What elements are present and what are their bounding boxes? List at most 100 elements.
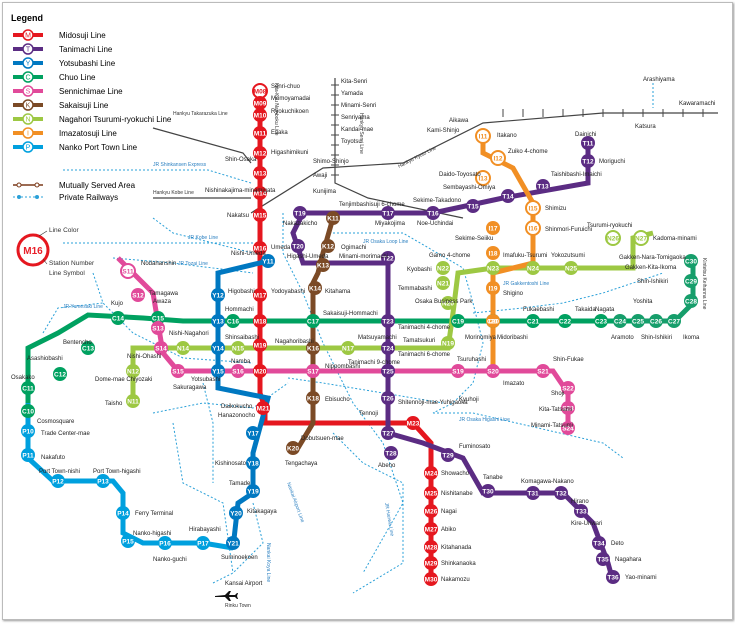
- legend-label: Chuo Line: [59, 73, 96, 82]
- line-keihanna: [643, 263, 693, 321]
- label-kunijima: Kunijima: [313, 189, 337, 195]
- station-code-t16: T16: [427, 210, 439, 217]
- legend-symbol: I: [27, 131, 29, 138]
- station-code-t28: T28: [385, 450, 397, 457]
- label-shigino: Shigino: [503, 291, 524, 297]
- station-code-m26: M26: [425, 508, 438, 515]
- label-kyobashi: Kyobashi: [407, 267, 432, 273]
- legend-symbol: M: [25, 33, 31, 40]
- station-code-c16: C16: [227, 318, 239, 325]
- label-kita-kyu: Kita-Kyu Namboku Line: [273, 83, 279, 136]
- label-kansai-airport: Kansai Airport: [225, 581, 263, 587]
- label-nagata: Nagata: [595, 307, 615, 313]
- legend-row-s: SSennichimae Line: [13, 86, 123, 96]
- label-shoji: Shoji: [551, 391, 564, 397]
- label-higashimikuni: Higashimikuni: [271, 150, 308, 156]
- label-sakaisuji-hommachi: Sakaisuji-Hommachi: [323, 311, 378, 317]
- station-code-m21: M21: [257, 405, 270, 412]
- station-code-i20: I20: [488, 318, 497, 325]
- label-aramoto: Aramoto: [611, 335, 634, 341]
- label-kita-senri: Kita-Senri: [341, 79, 367, 85]
- station-code-p12: P12: [52, 478, 64, 485]
- label-nodahanshin: Nodahanshin: [141, 261, 176, 267]
- station-code-c10: C10: [22, 408, 34, 415]
- label-port-town-higashi: Port Town-higashi: [93, 469, 141, 475]
- station-code-c22: C22: [559, 318, 571, 325]
- station-code-m08: M08: [254, 88, 267, 95]
- label-nakamozu: Nakamozu: [441, 577, 470, 583]
- station-code-s11: S11: [122, 268, 134, 275]
- label-asashiobashi: Asashiobashi: [27, 356, 63, 362]
- station-code-m15: M15: [254, 212, 267, 219]
- station-code-c27: C27: [668, 318, 680, 325]
- label-dainichi: Dainichi: [575, 132, 596, 138]
- legend-symbol: S: [26, 89, 31, 96]
- label-tanimachi6: Tanimachi 6-chome: [398, 352, 451, 358]
- label-hankyu-kyoto: Hankyu Kyoto Line: [397, 145, 437, 169]
- station-code-t23: T23: [382, 318, 394, 325]
- station-code-t32: T32: [555, 490, 567, 497]
- label-kintetsu-keihanna: Kintetsu Keihanna Line: [701, 258, 707, 310]
- label-takaida: Takaida: [575, 307, 596, 313]
- station-code-t26: T26: [382, 395, 394, 402]
- label-yamada: Yamada: [341, 91, 364, 97]
- station-code-m27: M27: [425, 526, 438, 533]
- label-kishinosato: Kishinosato: [215, 461, 247, 467]
- label-osakako: Osakako: [11, 375, 35, 381]
- legend-row-y: YYotsubashi Line: [13, 58, 116, 68]
- station-code-c19: C19: [452, 318, 464, 325]
- label-kitahama: Kitahama: [325, 289, 351, 295]
- sample-station-number: Station Number: [49, 260, 95, 267]
- station-code-y20: Y20: [230, 510, 242, 517]
- station-code-n14: N14: [177, 345, 189, 352]
- label-cosmosquare: Cosmosquare: [37, 419, 75, 425]
- label-nippombashi: Nippombashi: [325, 364, 360, 370]
- station-code-p17: P17: [197, 540, 209, 547]
- label-imazato: Imazato: [503, 381, 525, 387]
- label-arashiyama: Arashiyama: [643, 77, 675, 83]
- station-code-m25: M25: [425, 490, 438, 497]
- station-code-n17: N17: [342, 345, 354, 352]
- label-fukaebashi: Fukaebashi: [523, 307, 554, 313]
- sample-line-color: Line Color: [49, 227, 79, 234]
- label-hirabayashi: Hirabayashi: [189, 527, 221, 533]
- station-code-k14: K14: [309, 285, 321, 292]
- station-code-s15: S15: [172, 368, 184, 375]
- station-code-k18: K18: [307, 395, 319, 402]
- label-itakano: Itakano: [497, 133, 517, 139]
- label-kire-uriwari: Kire-Uriwari: [571, 521, 602, 527]
- label-moriguchi: Moriguchi: [599, 159, 625, 165]
- station-code-c30: C30: [685, 258, 697, 265]
- station-code-k20: K20: [287, 445, 299, 452]
- station-code-i11: I11: [479, 133, 488, 140]
- label-katsura: Katsura: [635, 124, 656, 130]
- label-nanko-guchi: Nanko-guchi: [153, 557, 187, 563]
- label-shinkanaoka: Shinkanaoka: [441, 561, 476, 567]
- label-bentencho: Bentencho: [63, 340, 92, 346]
- label-higashi-umeda: Higashi-Umeda: [287, 254, 329, 260]
- station-code-c26: C26: [650, 318, 662, 325]
- label-nakafuto: Nakafuto: [41, 455, 66, 461]
- label-sembayashi: Sembayashi-Omiya: [443, 185, 496, 191]
- station-code-t24: T24: [382, 345, 394, 352]
- legend-title: Legend: [11, 13, 43, 23]
- label-tennoji: Tennoji: [359, 411, 378, 417]
- station-code-c29: C29: [685, 278, 697, 285]
- station-code-t20: T20: [292, 243, 304, 250]
- station-code-y13: Y13: [212, 318, 224, 325]
- legend-private: Private Railways: [13, 193, 118, 202]
- station-code-n26: N26: [607, 235, 619, 242]
- label-namba: Namba: [231, 359, 251, 365]
- station-code-s14: S14: [155, 345, 167, 352]
- station-code-i18: I18: [488, 250, 497, 257]
- station-code-i12: I12: [493, 155, 502, 162]
- label-ebisucho: Ebisucho: [325, 397, 350, 403]
- station-code-i19: I19: [488, 285, 497, 292]
- legend-label: Yotsubashi Line: [59, 59, 116, 68]
- station-code-m30: M30: [425, 576, 438, 583]
- label-hommachi: Hommachi: [225, 307, 254, 313]
- label-gakken-nara: Gakken-Nara-Tomigaoka: [619, 255, 686, 261]
- legend-private-label: Private Railways: [59, 193, 118, 202]
- station-code-y17: Y17: [247, 430, 259, 437]
- station-code-i15: I15: [528, 205, 537, 212]
